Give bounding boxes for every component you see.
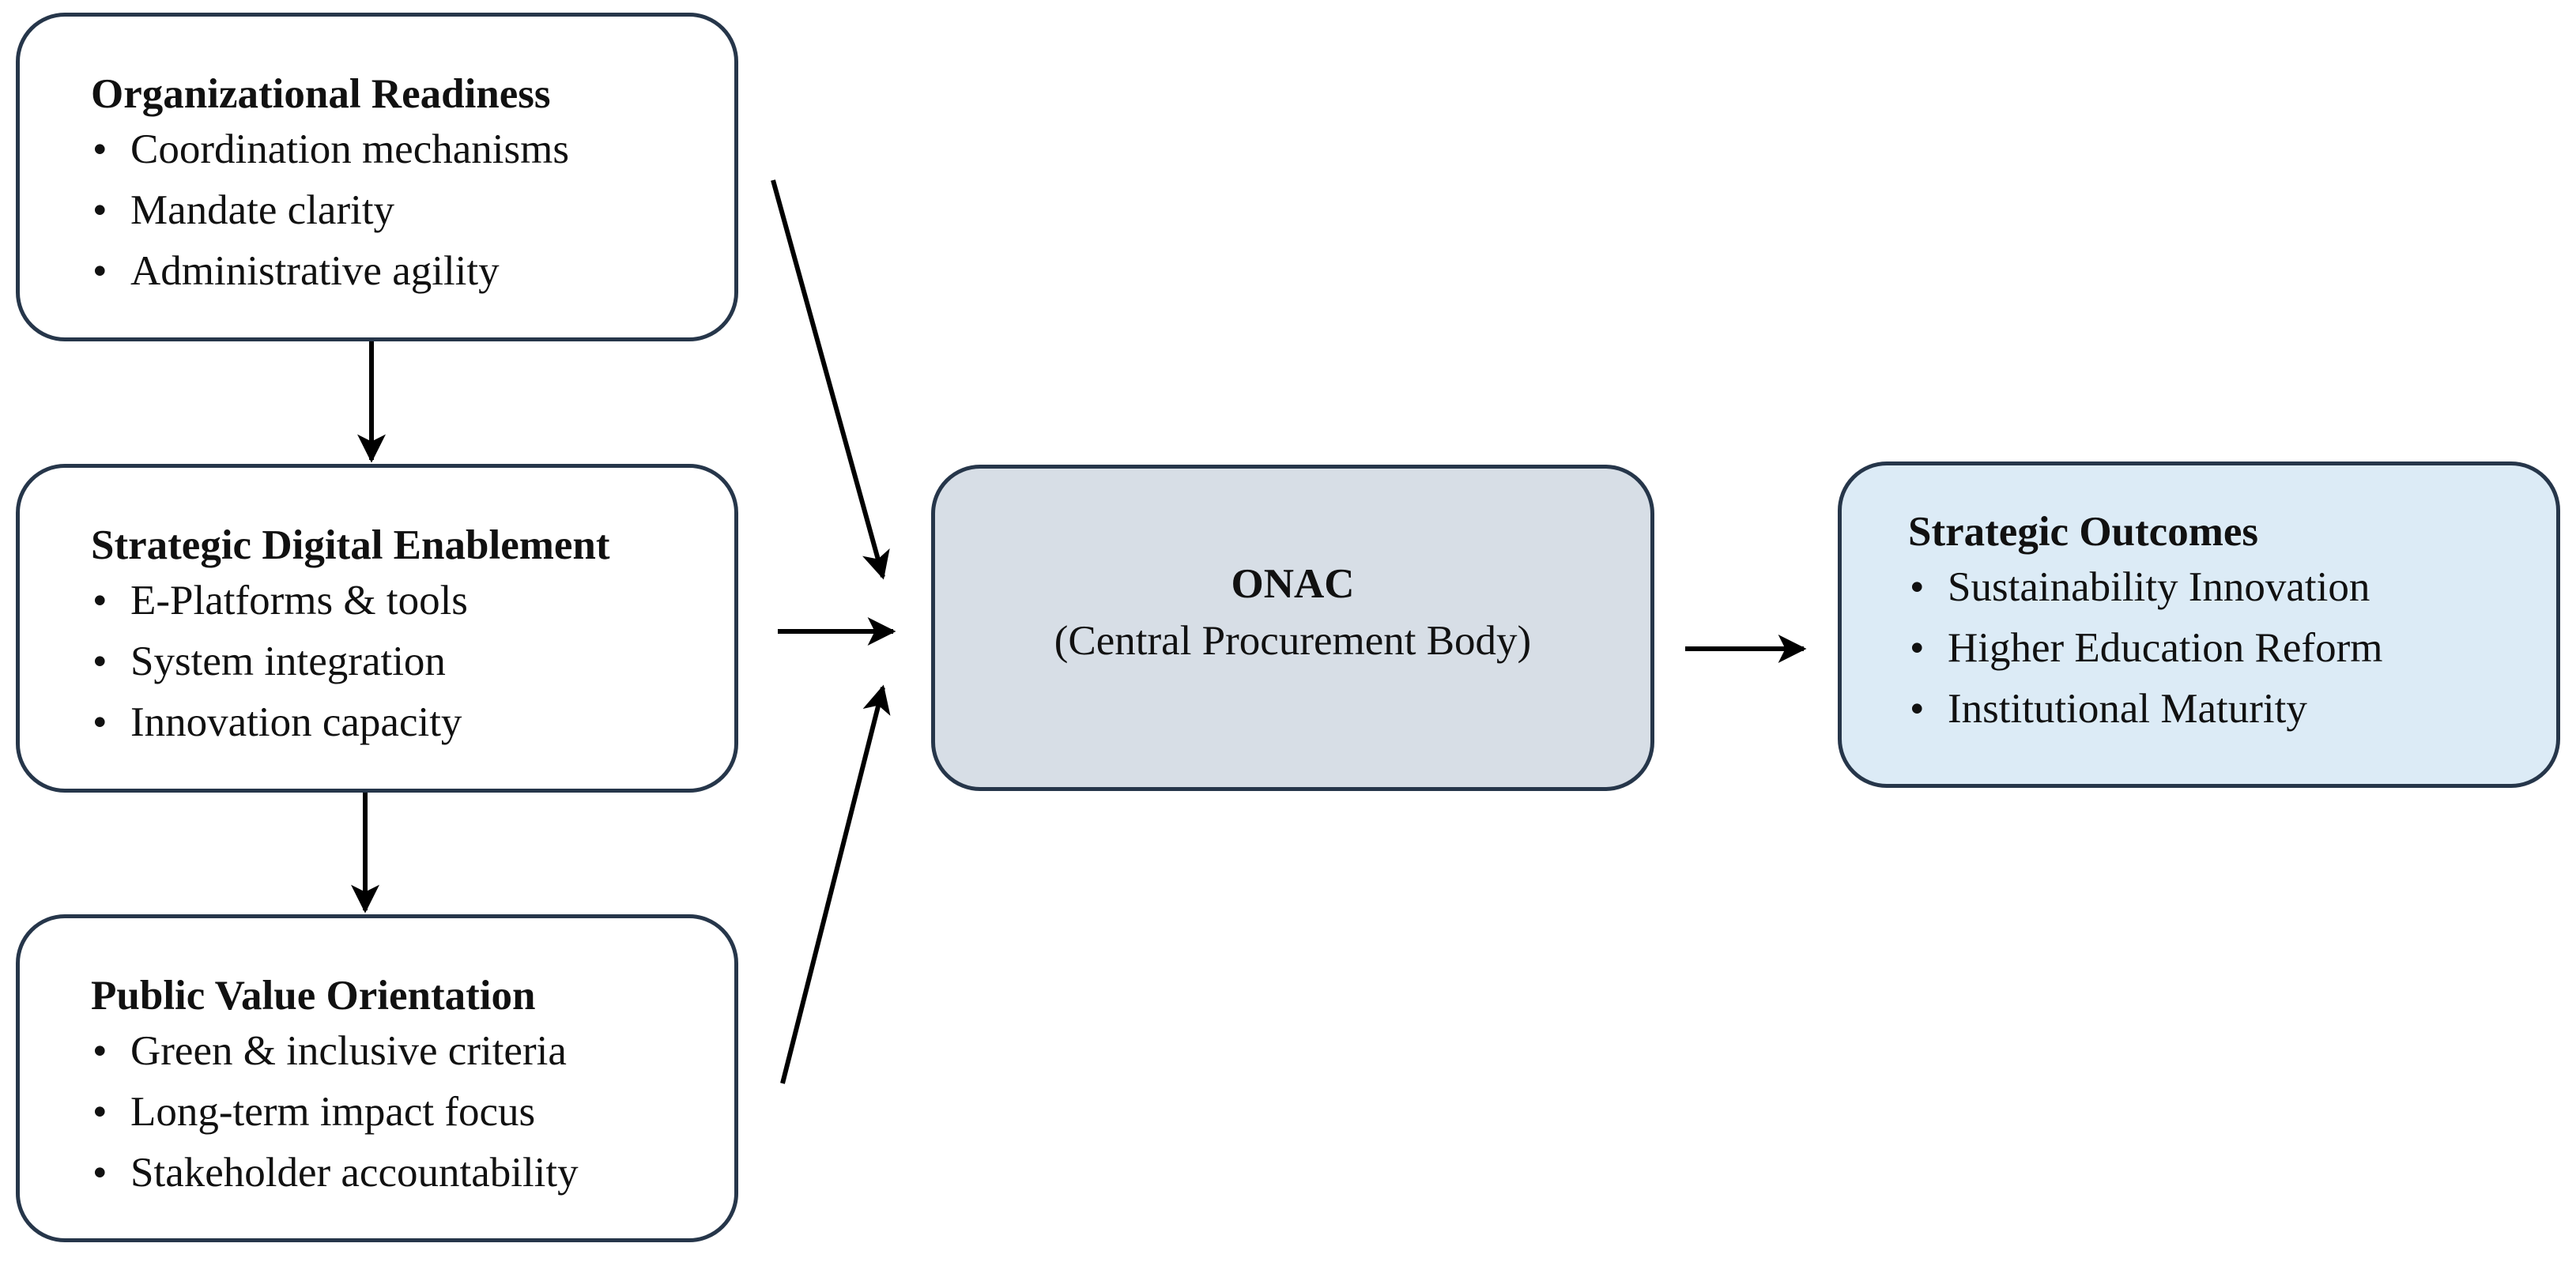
- list-item: Mandate clarity: [92, 180, 569, 241]
- public-value-orientation-box: Public Value Orientation Green & inclusi…: [16, 914, 738, 1242]
- onac-box: ONAC (Central Procurement Body): [931, 465, 1654, 791]
- organizational-readiness-list: Coordination mechanisms Mandate clarity …: [92, 119, 569, 302]
- public-value-orientation-list: Green & inclusive criteria Long-term imp…: [92, 1021, 579, 1204]
- public-value-orientation-title: Public Value Orientation: [91, 973, 536, 1019]
- list-item: Innovation capacity: [92, 692, 468, 753]
- arrow-public-value-to-onac: [780, 684, 891, 1084]
- strategic-digital-enablement-box: Strategic Digital Enablement E-Platforms…: [16, 464, 738, 793]
- organizational-readiness-box: Organizational Readiness Coordination me…: [16, 13, 738, 341]
- list-item: Administrative agility: [92, 241, 569, 302]
- list-item: Green & inclusive criteria: [92, 1021, 579, 1082]
- organizational-readiness-title: Organizational Readiness: [91, 71, 551, 117]
- onac-subtitle: (Central Procurement Body): [1054, 618, 1532, 664]
- list-item: Long-term impact focus: [92, 1082, 579, 1143]
- list-item: Sustainability Innovation: [1910, 557, 2382, 618]
- list-item: Higher Education Reform: [1910, 618, 2382, 679]
- strategic-outcomes-title: Strategic Outcomes: [1908, 509, 2258, 555]
- list-item: Institutional Maturity: [1910, 679, 2382, 740]
- list-item: E-Platforms & tools: [92, 571, 468, 631]
- onac-title: ONAC: [1231, 561, 1355, 607]
- list-item: Coordination mechanisms: [92, 119, 569, 180]
- strategic-digital-enablement-title: Strategic Digital Enablement: [91, 522, 610, 568]
- strategic-digital-enablement-list: E-Platforms & tools System integration I…: [92, 571, 468, 753]
- strategic-outcomes-box: Strategic Outcomes Sustainability Innova…: [1838, 461, 2560, 788]
- list-item: System integration: [92, 631, 468, 692]
- arrow-organizational-to-onac: [771, 179, 890, 580]
- list-item: Stakeholder accountability: [92, 1143, 579, 1204]
- strategic-outcomes-list: Sustainability Innovation Higher Educati…: [1910, 557, 2382, 740]
